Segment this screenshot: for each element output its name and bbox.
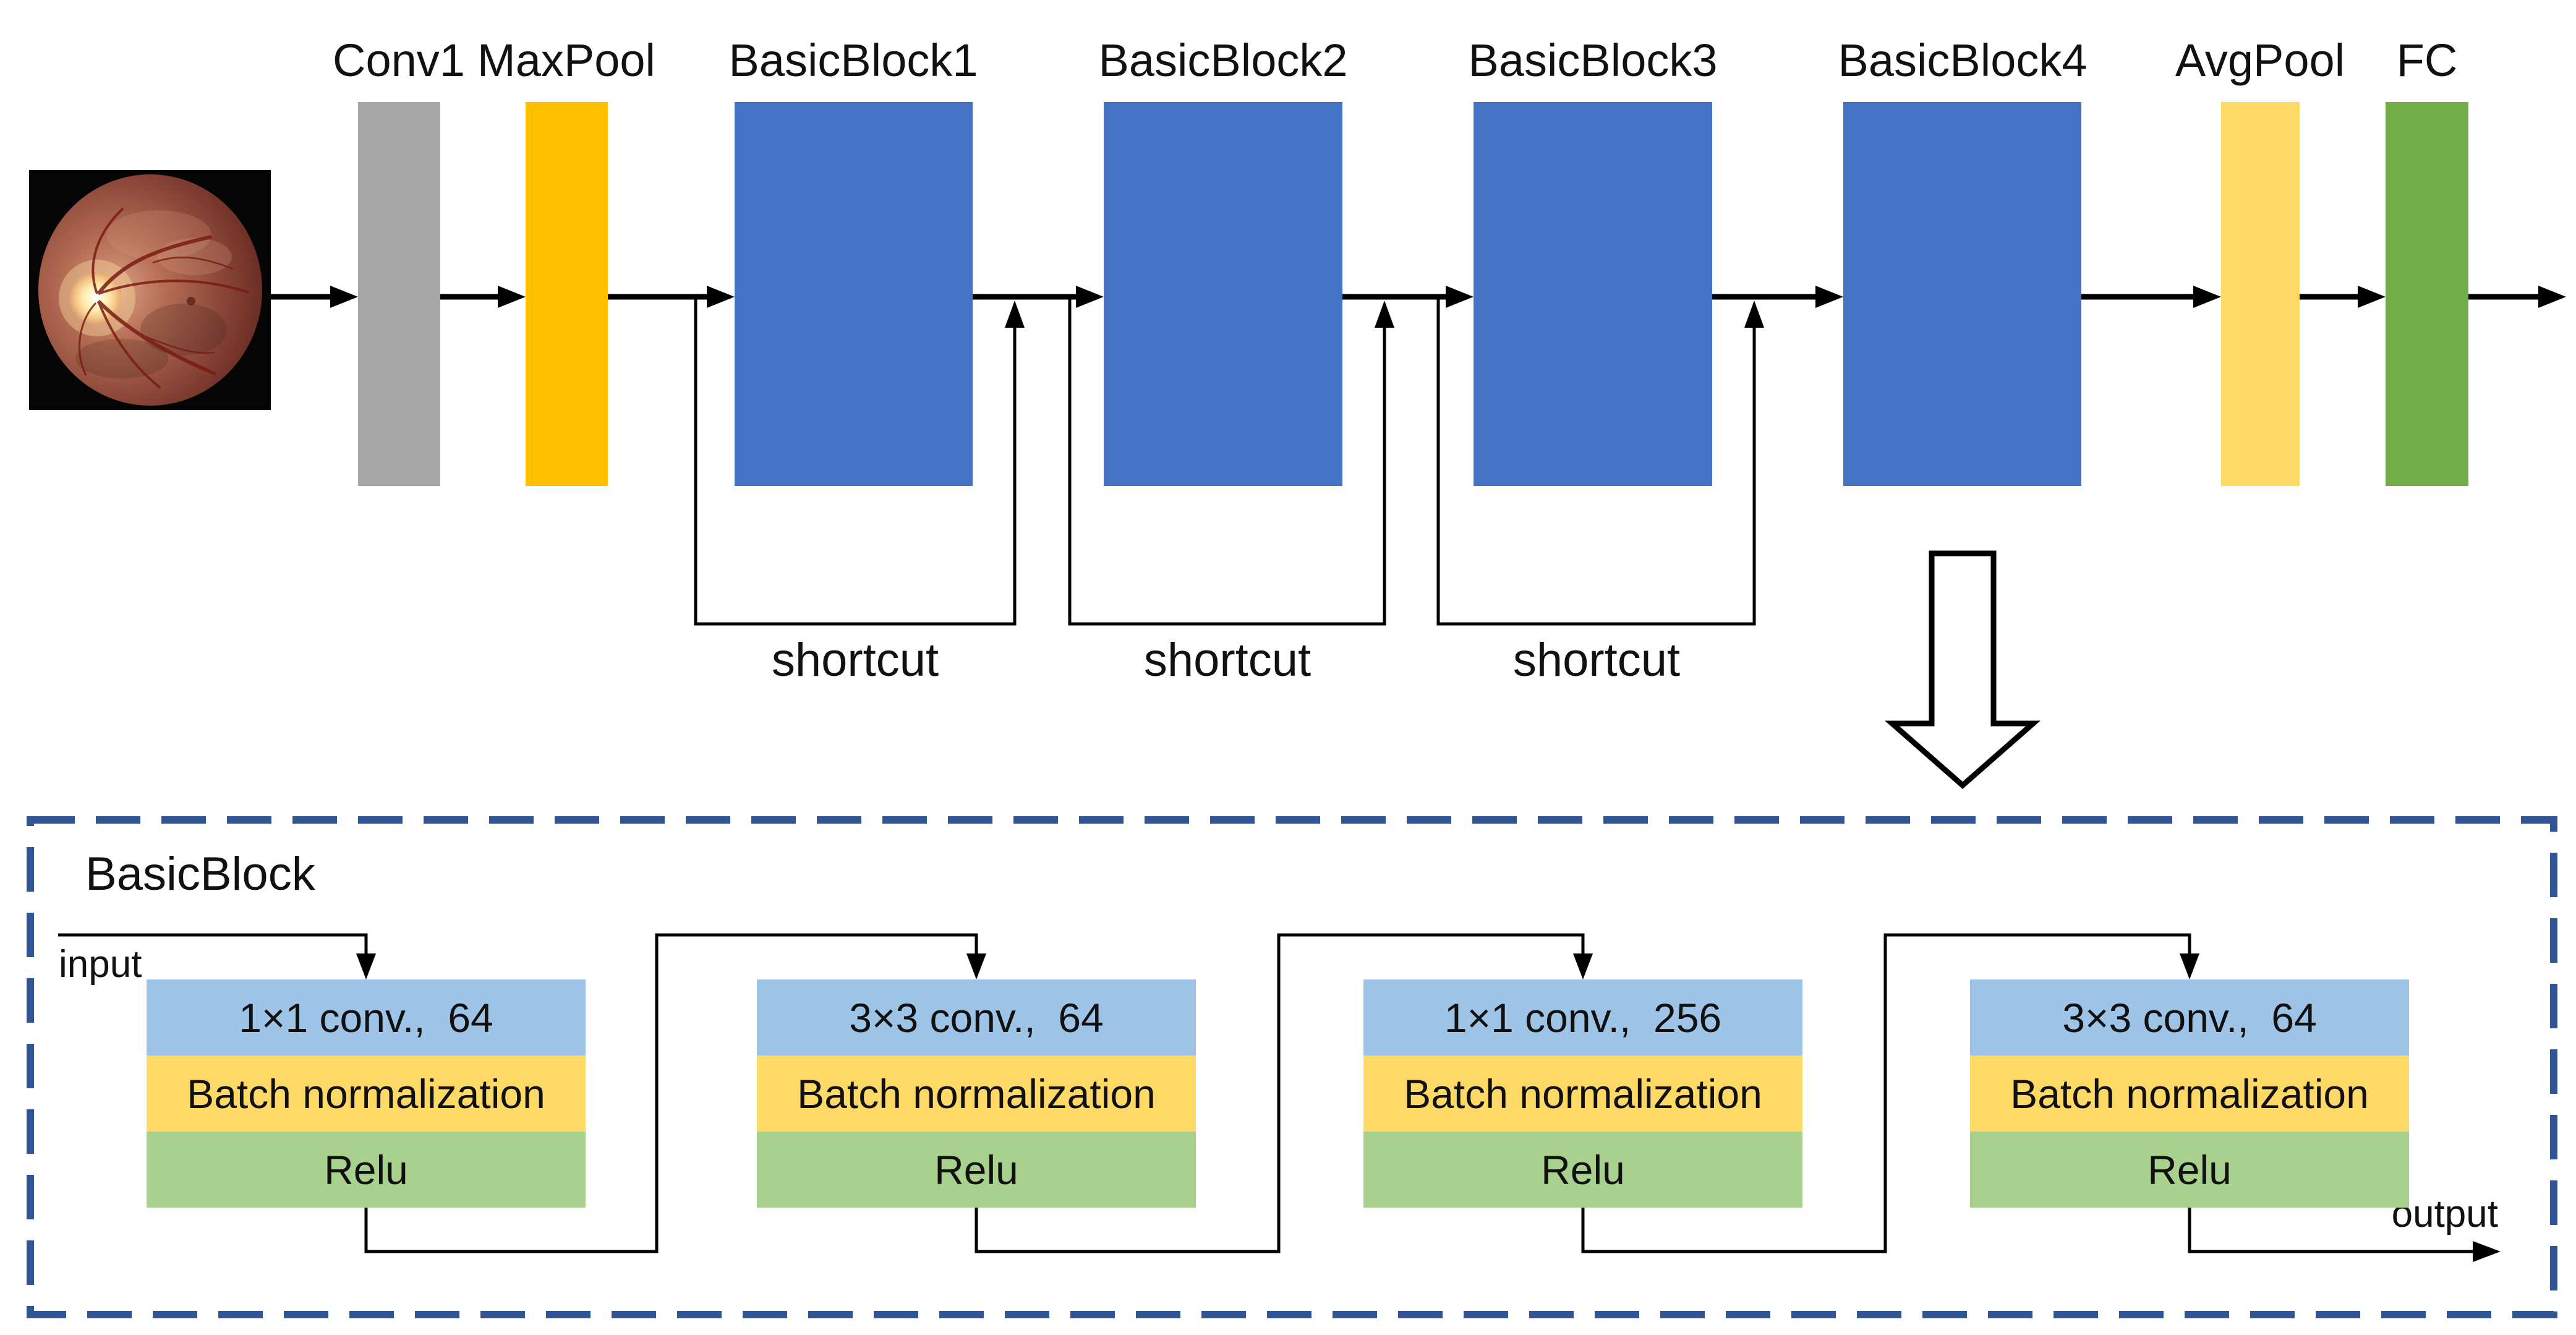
layer-label-maxpool: MaxPool [477, 35, 655, 86]
subblock1-bn-row: Batch normalization [147, 1056, 586, 1132]
detail-link-2 [975, 933, 1585, 1253]
shortcut-label-2: shortcut [1143, 634, 1311, 686]
layer-bar-fc [2386, 102, 2468, 486]
layer-label-basicblock1: BasicBlock1 [728, 35, 978, 86]
detail-subblock-2: 3×3 conv., 64 Batch normalization Relu [757, 979, 1196, 1208]
subblock4-bn-row: Batch normalization [1970, 1056, 2409, 1132]
subblock2-bn-row: Batch normalization [757, 1056, 1196, 1132]
shortcut-loop-2 [1068, 297, 1386, 626]
detail-connectors [58, 933, 2473, 1253]
expand-arrow [1885, 550, 2041, 789]
shortcut-loops [694, 297, 1756, 626]
layer-label-basicblock3: BasicBlock3 [1468, 35, 1718, 86]
input-label: input [59, 943, 142, 986]
subblock3-conv-row: 1×1 conv., 256 [1363, 979, 1802, 1056]
layer-label-basicblock2: BasicBlock2 [1098, 35, 1348, 86]
layer-bar-conv1 [358, 102, 440, 486]
shortcut-loop-3 [1436, 297, 1756, 626]
layer-label-basicblock4: BasicBlock4 [1838, 35, 2088, 86]
layer-bar-maxpool [526, 102, 608, 486]
shortcut-label-1: shortcut [771, 634, 939, 686]
detail-subblock-4: 3×3 conv., 64 Batch normalization Relu [1970, 979, 2409, 1208]
subblock3-relu-row: Relu [1363, 1132, 1802, 1208]
retina-globe [38, 174, 262, 406]
layer-bar-basicblock4 [1843, 102, 2081, 486]
macula-spot [187, 297, 195, 305]
subblock3-bn-row: Batch normalization [1363, 1056, 1802, 1132]
detail-input-wire [58, 933, 368, 956]
detail-subblock-1: 1×1 conv., 64 Batch normalization Relu [147, 979, 586, 1208]
shortcut-loop-1 [694, 297, 1017, 626]
subblock4-conv-row: 3×3 conv., 64 [1970, 979, 2409, 1056]
output-label: output [2391, 1193, 2498, 1235]
subblock2-relu-row: Relu [757, 1132, 1196, 1208]
layer-label-avgpool: AvgPool [2175, 35, 2345, 86]
fundus-input-image [29, 170, 271, 410]
subblock1-relu-row: Relu [147, 1132, 586, 1208]
shortcut-loop-arrowheads [1005, 301, 1764, 328]
layer-bar-basicblock1 [735, 102, 973, 486]
subblock1-conv-row: 1×1 conv., 64 [147, 979, 586, 1056]
layer-bar-avgpool [2221, 102, 2300, 486]
main-flow-arrowheads [330, 286, 2566, 308]
retinal-vessels [78, 207, 249, 389]
layer-bar-basicblock2 [1104, 102, 1342, 486]
detail-link-1 [364, 933, 978, 1253]
layer-bar-basicblock3 [1474, 102, 1712, 486]
layer-label-conv1: Conv1 [333, 35, 465, 86]
detail-output-wire [2188, 1208, 2473, 1253]
detail-panel-title: BasicBlock [85, 848, 315, 900]
detail-link-3 [1581, 933, 2191, 1253]
detail-arrowheads [356, 953, 2501, 1262]
shortcut-label-3: shortcut [1512, 634, 1681, 686]
subblock4-relu-row: Relu [1970, 1132, 2409, 1208]
subblock2-conv-row: 3×3 conv., 64 [757, 979, 1196, 1056]
detail-panel-border [27, 816, 2557, 1318]
layer-label-fc: FC [2396, 35, 2458, 86]
detail-subblock-3: 1×1 conv., 256 Batch normalization Relu [1363, 979, 1802, 1208]
